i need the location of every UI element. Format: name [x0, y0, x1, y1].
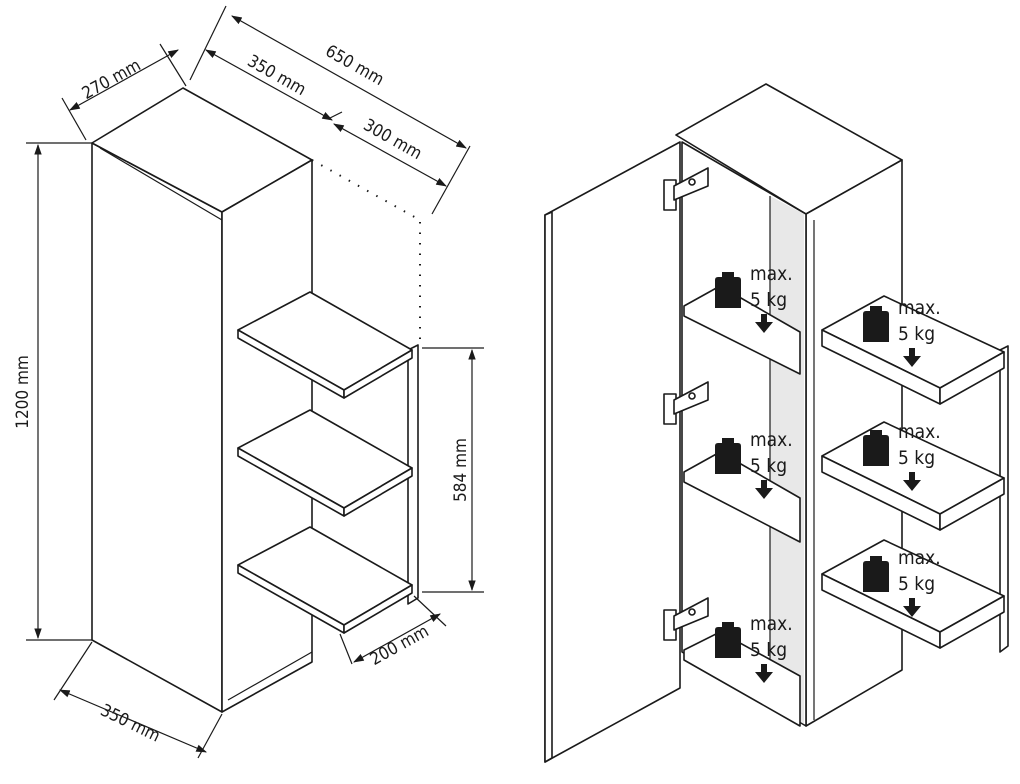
side-shelf-panel — [999, 345, 1009, 653]
hinge-middle — [663, 381, 709, 425]
dimension-shelf-unit-width: 300 mm — [329, 111, 447, 187]
load-label-kg: 5 kg — [750, 455, 787, 477]
down-arrow-icon — [755, 314, 773, 333]
dimension-shelf-section-height: 584 mm — [422, 347, 484, 593]
load-label-max: max. — [750, 613, 793, 635]
load-label-kg: 5 kg — [750, 639, 787, 661]
dimension-height: 1200 mm — [13, 142, 92, 641]
weight-icon — [715, 622, 741, 658]
dim-label-650: 650 mm — [322, 41, 387, 90]
cabinet-bottom — [683, 631, 801, 727]
weight-icon — [863, 430, 889, 466]
dimension-body-width-top: 350 mm — [205, 49, 333, 121]
load-label-max: max. — [898, 547, 941, 569]
down-arrow-icon — [755, 480, 773, 499]
down-arrow-icon — [903, 348, 921, 367]
dim-label-270: 270 mm — [79, 55, 145, 103]
open-door — [544, 141, 681, 763]
shelf-unit-side-panel — [407, 344, 419, 605]
load-label-kg: 5 kg — [898, 323, 935, 345]
dim-label-584: 584 mm — [451, 438, 471, 502]
open-cabinet-view: max. 5 kg max. 5 kg max. 5 kg max. 5 kg max. 5 kg… — [544, 83, 1009, 763]
load-label-kg: 5 kg — [898, 447, 935, 469]
load-rating-4: max. 5 kg — [863, 297, 941, 367]
dim-label-200: 200 mm — [367, 621, 433, 669]
load-label-max: max. — [898, 421, 941, 443]
load-label-max: max. — [898, 297, 941, 319]
hinge-bottom — [663, 597, 709, 641]
interior-shelf-2 — [683, 451, 801, 543]
weight-icon — [715, 272, 741, 308]
side-shelves — [237, 291, 413, 634]
load-rating-5: max. 5 kg — [863, 421, 941, 491]
load-rating-1: max. 5 kg — [715, 263, 793, 333]
weight-icon — [863, 556, 889, 592]
down-arrow-icon — [903, 598, 921, 617]
interior-shelf-1 — [683, 285, 801, 375]
dim-label-350-bottom: 350 mm — [97, 701, 163, 747]
load-rating-2: max. 5 kg — [715, 429, 793, 499]
load-label-kg: 5 kg — [898, 573, 935, 595]
cabinet-front-face — [91, 142, 223, 713]
load-label-kg: 5 kg — [750, 289, 787, 311]
weight-icon — [863, 306, 889, 342]
hinge-top — [663, 167, 709, 211]
load-rating-3: max. 5 kg — [715, 613, 793, 683]
load-label-max: max. — [750, 263, 793, 285]
load-rating-6: max. 5 kg — [863, 547, 941, 617]
down-arrow-icon — [903, 472, 921, 491]
down-arrow-icon — [755, 664, 773, 683]
dim-label-1200: 1200 mm — [13, 355, 33, 429]
dim-label-350-top: 350 mm — [244, 51, 309, 100]
dimensioned-cabinet-view: 270 mm 650 mm 350 mm 300 mm 1200 mm — [13, 5, 484, 759]
load-label-max: max. — [750, 429, 793, 451]
weight-icon — [715, 438, 741, 474]
